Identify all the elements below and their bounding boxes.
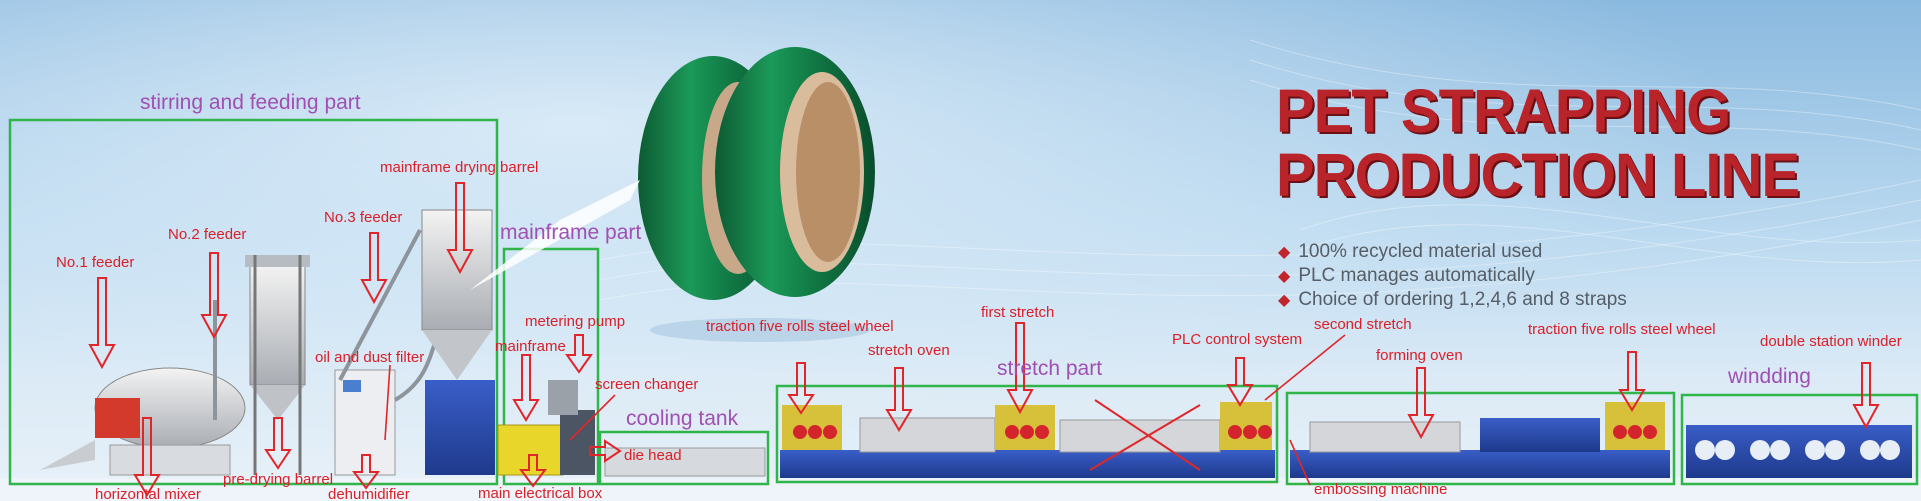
arrow-pre-drying	[264, 417, 292, 470]
arrow-no2-feeder	[200, 252, 228, 340]
label-main-electrical-box: main electrical box	[478, 485, 603, 501]
frame-winding	[1680, 393, 1919, 486]
label-horizontal-mixer: horizontal mixer	[95, 486, 201, 501]
leader-screen-changer	[569, 394, 616, 441]
leader-second-stretch	[1264, 334, 1346, 401]
extruder-machine	[548, 380, 595, 475]
leader-oil-filter	[384, 364, 391, 441]
section-frames	[8, 118, 1919, 486]
arrow-mainframe	[512, 354, 540, 422]
feature-text: 100% recycled material used	[1298, 241, 1543, 262]
main-electrical-box-machine	[497, 424, 564, 476]
arrow-main-electrical-box	[519, 454, 547, 488]
arrow-drying-barrel	[446, 182, 474, 275]
label-no3-feeder: No.3 feeder	[324, 209, 403, 226]
label-oil-dust-filter: oil and dust filter	[315, 349, 425, 366]
forming-line	[1290, 402, 1670, 478]
diamond-icon: ◆	[1278, 244, 1291, 261]
label-screen-changer: screen changer	[595, 376, 699, 393]
label-forming-oven: forming oven	[1376, 347, 1463, 364]
arrow-double-winder	[1852, 362, 1880, 430]
frame-stretch	[775, 384, 1279, 484]
label-dehumidifier: dehumidifier	[328, 486, 410, 501]
section-mainframe: mainframe part	[500, 221, 642, 244]
leader-embossing	[1289, 439, 1311, 486]
label-die-head: die head	[624, 447, 682, 464]
crossed-out-mark	[1089, 399, 1201, 471]
winder-machines	[1686, 425, 1912, 478]
section-winding: windding	[1728, 365, 1811, 388]
diamond-icon: ◆	[1278, 268, 1291, 285]
title-line-2: PRODUCTION LINE	[1276, 141, 1800, 210]
label-mainframe-drying-barrel: mainframe drying barrel	[380, 159, 539, 176]
arrow-traction-1	[787, 362, 815, 415]
label-no2-feeder: No.2 feeder	[168, 226, 247, 243]
label-mainframe: mainframe	[495, 338, 566, 355]
section-stretch: stretch part	[997, 357, 1103, 380]
label-stretch-oven: stretch oven	[868, 342, 950, 359]
pointer-arrows	[88, 182, 1880, 497]
label-metering-pump: metering pump	[525, 313, 626, 330]
stretch-line	[780, 402, 1275, 478]
arrow-metering-pump	[565, 334, 593, 374]
label-embossing-machine: embossing machine	[1314, 481, 1448, 498]
arrow-no3-feeder	[360, 232, 388, 305]
arrow-dehumidifier	[352, 454, 380, 490]
title-line-1: PET STRAPPING	[1276, 77, 1731, 146]
label-plc-control-system: PLC control system	[1172, 331, 1303, 348]
dehumidifier-machine	[334, 369, 396, 476]
label-first-stretch: first stretch	[981, 304, 1055, 321]
label-traction-five-rolls-1: traction five rolls steel wheel	[706, 318, 894, 335]
arrow-traction-2	[1618, 351, 1646, 412]
feature-text: Choice of ordering 1,2,4,6 and 8 straps	[1298, 289, 1627, 310]
label-double-station-winder: double station winder	[1760, 333, 1902, 350]
section-cooling-tank: cooling tank	[626, 407, 739, 430]
feature-item: ◆ PLC manages automatically	[1278, 265, 1535, 287]
label-pre-drying-barrel: pre-drying barrel	[223, 471, 334, 488]
label-second-stretch: second stretch	[1314, 316, 1412, 333]
strapping-coils-image	[638, 47, 875, 342]
pointer-arrow	[470, 180, 640, 290]
arrow-horizontal-mixer	[133, 417, 161, 497]
arrow-no1-feeder	[88, 277, 116, 370]
arrow-stretch-oven	[885, 367, 913, 432]
arrow-plc	[1226, 357, 1254, 407]
pre-drying-barrel-machine	[245, 255, 310, 475]
frame-cooling-tank	[598, 430, 770, 486]
mixer-machine	[40, 367, 246, 476]
cooling-tank-body	[604, 447, 766, 477]
arrow-forming-oven	[1407, 367, 1435, 440]
feature-text: PLC manages automatically	[1298, 265, 1535, 286]
frame-mainframe	[502, 247, 600, 486]
diamond-icon: ◆	[1278, 292, 1291, 309]
feature-item: ◆ Choice of ordering 1,2,4,6 and 8 straps	[1278, 289, 1627, 311]
mainframe-drying-barrel-machine	[421, 209, 495, 475]
label-traction-five-rolls-2: traction five rolls steel wheel	[1528, 321, 1716, 338]
frame-forming	[1285, 391, 1676, 486]
arrow-die-head	[589, 439, 622, 463]
frame-stirring-feeding	[8, 118, 499, 486]
feature-item: ◆ 100% recycled material used	[1278, 241, 1542, 263]
section-stirring-feeding: stirring and feeding part	[140, 91, 361, 114]
label-no1-feeder: No.1 feeder	[56, 254, 135, 271]
arrow-first-stretch	[1006, 322, 1034, 415]
leader-lines	[384, 334, 1346, 486]
